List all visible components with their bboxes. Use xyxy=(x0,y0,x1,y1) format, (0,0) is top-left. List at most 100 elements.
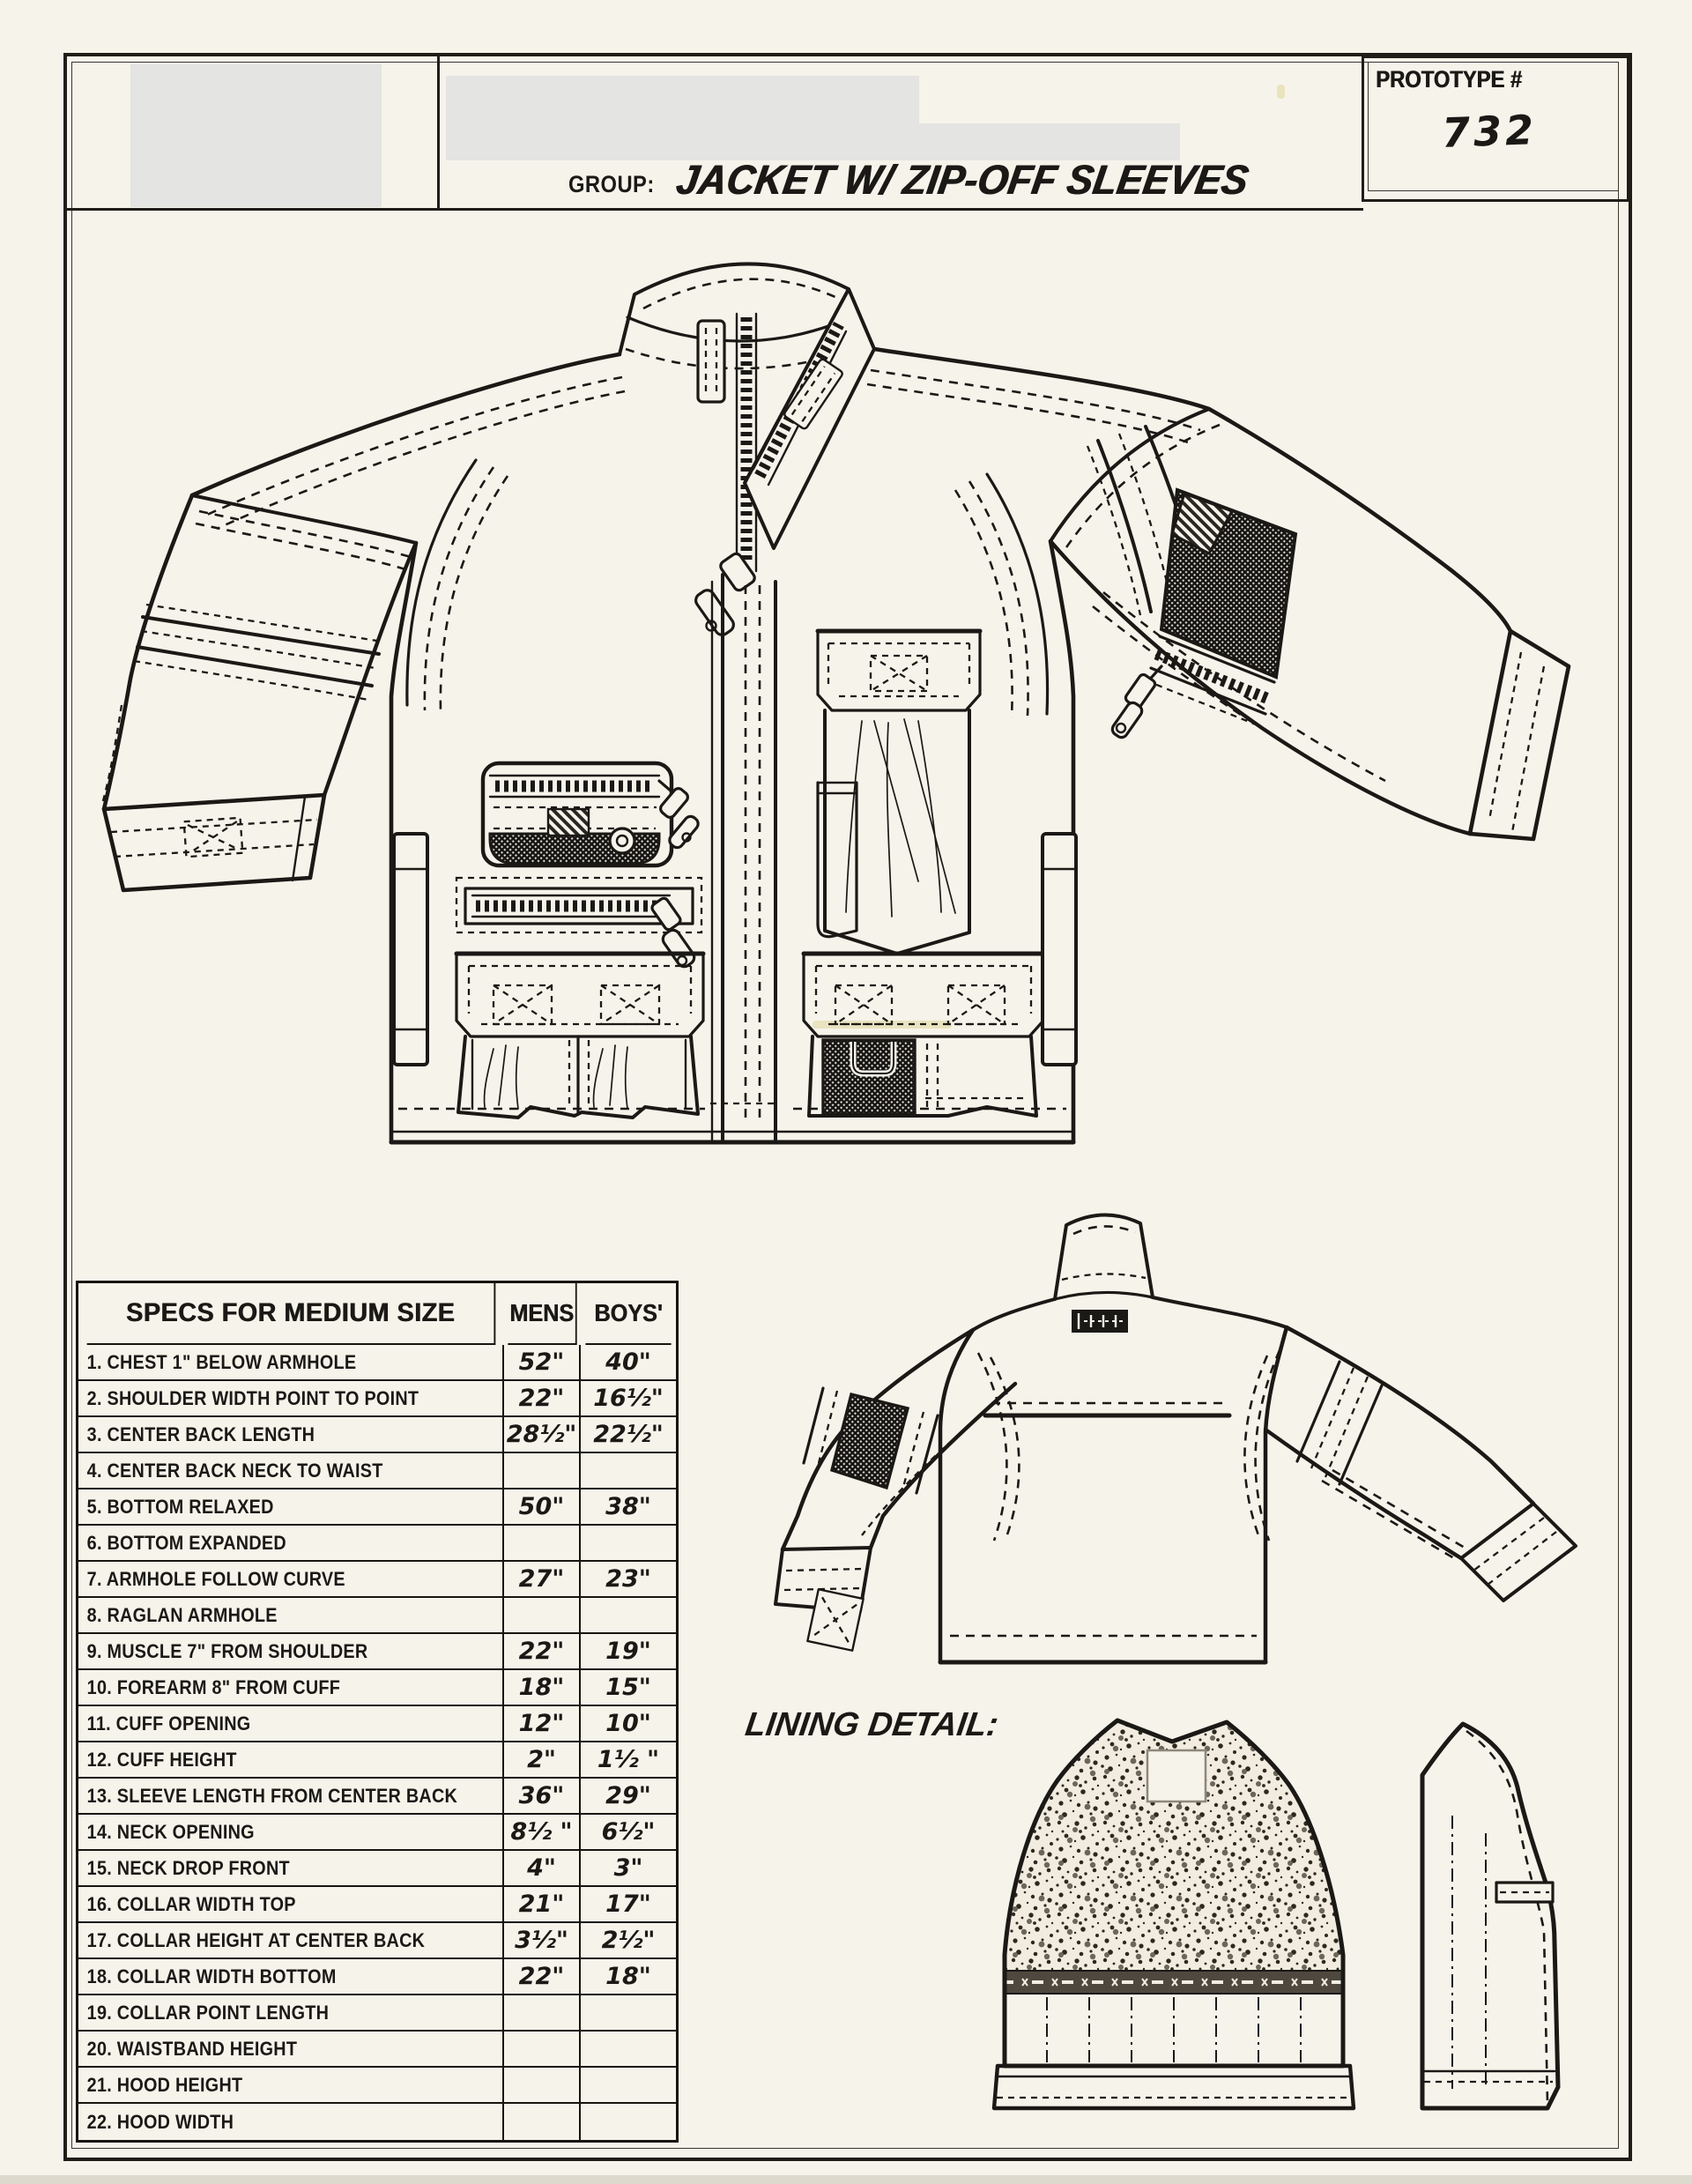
prototype-box: PROTOTYPE # 732 xyxy=(1362,56,1629,202)
prototype-label: PROTOTYPE # xyxy=(1376,66,1522,93)
redaction-box xyxy=(446,76,919,125)
prototype-box-inner-border xyxy=(1368,62,1619,191)
spec-row: 16. COLLAR WIDTH TOP 21" 17" xyxy=(78,1887,676,1923)
spec-label: 9. MUSCLE 7" FROM SHOULDER xyxy=(86,1639,368,1662)
spec-label: 4. CENTER BACK NECK TO WAIST xyxy=(86,1459,383,1482)
spec-label: 2. SHOULDER WIDTH POINT TO POINT xyxy=(86,1386,419,1409)
spec-label: 16. COLLAR WIDTH TOP xyxy=(86,1892,296,1915)
spec-value-mens xyxy=(504,2104,581,2140)
spec-value-mens: 4" xyxy=(504,1851,581,1885)
spec-row: 15. NECK DROP FRONT 4" 3" xyxy=(78,1851,676,1887)
spec-value-boys: 22½" xyxy=(593,1421,664,1448)
spec-label: 1. CHEST 1" BELOW ARMHOLE xyxy=(86,1350,357,1373)
spec-row: 4. CENTER BACK NECK TO WAIST xyxy=(78,1453,676,1489)
spec-value-boys: 38" xyxy=(605,1493,651,1520)
spec-value-mens xyxy=(504,2068,581,2102)
spec-value-boys: 10" xyxy=(605,1710,651,1737)
spec-value-boys: 16½" xyxy=(593,1385,664,1412)
spec-label: 14. NECK OPENING xyxy=(86,1820,255,1843)
spec-row: 5. BOTTOM RELAXED 50" 38" xyxy=(78,1489,676,1526)
spec-value-mens xyxy=(504,1598,581,1632)
spec-value-mens: 2" xyxy=(504,1742,581,1777)
jacket-back-drawing xyxy=(774,1213,1577,1665)
spec-value-mens: 8½ " xyxy=(504,1815,581,1849)
spec-row: 14. NECK OPENING 8½ " 6½" xyxy=(78,1815,676,1851)
spec-row: 13. SLEEVE LENGTH FROM CENTER BACK 36" 29" xyxy=(78,1779,676,1815)
spec-row: 9. MUSCLE 7" FROM SHOULDER 22" 19" xyxy=(78,1634,676,1670)
spec-value-boys: 19" xyxy=(605,1638,651,1665)
spec-value-mens: 21" xyxy=(504,1887,581,1921)
spec-value-mens: 22" xyxy=(504,1381,581,1415)
lining-detail-label: LINING DETAIL: xyxy=(743,1706,1001,1743)
page-border-inner xyxy=(71,62,1619,2149)
group-label: GROUP: xyxy=(568,171,655,197)
spec-row: 12. CUFF HEIGHT 2" 1½ " xyxy=(78,1742,676,1779)
spec-value-mens: 22" xyxy=(504,1959,581,1994)
spec-value-mens: 22" xyxy=(504,1634,581,1668)
spec-label: 22. HOOD WIDTH xyxy=(86,2110,234,2133)
spec-value-mens xyxy=(504,1453,581,1488)
spec-row: 8. RAGLAN ARMHOLE xyxy=(78,1598,676,1634)
scan-smudge xyxy=(1277,85,1285,99)
spec-value-mens xyxy=(504,2032,581,2066)
spec-value-boys: 40" xyxy=(605,1348,651,1376)
spec-label: 20. WAISTBAND HEIGHT xyxy=(86,2037,298,2060)
header-divider-horizontal xyxy=(67,208,1363,211)
spec-value-boys: 29" xyxy=(605,1782,651,1809)
spec-value-mens: 18" xyxy=(504,1670,581,1705)
jacket-front-drawing xyxy=(100,262,1571,1145)
spec-label: 3. CENTER BACK LENGTH xyxy=(86,1423,315,1445)
spec-value-boys xyxy=(581,2032,676,2066)
specs-table-rows: 1. CHEST 1" BELOW ARMHOLE 52" 40" 2. SHOULD… xyxy=(78,1345,676,2140)
spec-label: 10. FOREARM 8" FROM CUFF xyxy=(86,1675,341,1698)
spec-row: 20. WAISTBAND HEIGHT xyxy=(78,2032,676,2068)
spec-value-mens xyxy=(504,1526,581,1560)
spec-value-boys xyxy=(581,1598,676,1632)
scan-edge xyxy=(0,2175,1692,2184)
prototype-number: 732 xyxy=(1441,106,1538,157)
header-divider-vertical xyxy=(437,56,440,209)
spec-label: 21. HOOD HEIGHT xyxy=(86,2073,243,2096)
spec-value-mens: 36" xyxy=(504,1779,581,1813)
spec-value-boys: 6½" xyxy=(601,1818,656,1846)
redaction-box xyxy=(446,123,1180,160)
spec-value-boys: 23" xyxy=(605,1565,651,1593)
spec-value-mens: 12" xyxy=(504,1706,581,1741)
spec-value-boys: 17" xyxy=(605,1891,651,1918)
spec-value-boys: 1½ " xyxy=(597,1746,660,1773)
spec-label: 5. BOTTOM RELAXED xyxy=(86,1495,274,1518)
spec-value-mens: 50" xyxy=(504,1489,581,1524)
spec-label: 8. RAGLAN ARMHOLE xyxy=(86,1603,278,1626)
specs-table-title: SPECS FOR MEDIUM SIZE xyxy=(86,1283,496,1345)
spec-label: 19. COLLAR POINT LENGTH xyxy=(86,2001,330,2024)
spec-value-boys: 18" xyxy=(605,1963,651,1990)
spec-row: 19. COLLAR POINT LENGTH xyxy=(78,1995,676,2032)
spec-row: 10. FOREARM 8" FROM CUFF 18" 15" xyxy=(78,1670,676,1706)
spec-row: 21. HOOD HEIGHT xyxy=(78,2068,676,2104)
spec-label: 13. SLEEVE LENGTH FROM CENTER BACK xyxy=(86,1784,458,1807)
spec-value-mens: 28½" xyxy=(504,1417,581,1452)
spec-label: 12. CUFF HEIGHT xyxy=(86,1748,237,1771)
spec-row: 1. CHEST 1" BELOW ARMHOLE 52" 40" xyxy=(78,1345,676,1381)
lining-detail-drawing xyxy=(991,1718,1561,2111)
spec-value-boys xyxy=(581,2068,676,2102)
spec-value-boys xyxy=(581,1526,676,1560)
specs-table-header: SPECS FOR MEDIUM SIZE MENS BOYS' xyxy=(78,1283,676,1345)
spec-value-boys: 15" xyxy=(605,1674,651,1701)
spec-value-boys: 3" xyxy=(613,1854,643,1882)
spec-label: 15. NECK DROP FRONT xyxy=(86,1856,290,1879)
spec-row: 2. SHOULDER WIDTH POINT TO POINT 22" 16½" xyxy=(78,1381,676,1417)
spec-value-mens: 52" xyxy=(504,1345,581,1379)
spec-value-boys xyxy=(581,2104,676,2140)
page-title: JACKET W/ ZIP-OFF SLEEVES xyxy=(672,156,1252,203)
spec-label: 6. BOTTOM EXPANDED xyxy=(86,1531,286,1554)
spec-value-boys xyxy=(581,1995,676,2030)
column-header-boys: BOYS' xyxy=(585,1283,672,1345)
column-header-mens: MENS xyxy=(508,1283,577,1345)
redaction-box xyxy=(130,64,382,207)
